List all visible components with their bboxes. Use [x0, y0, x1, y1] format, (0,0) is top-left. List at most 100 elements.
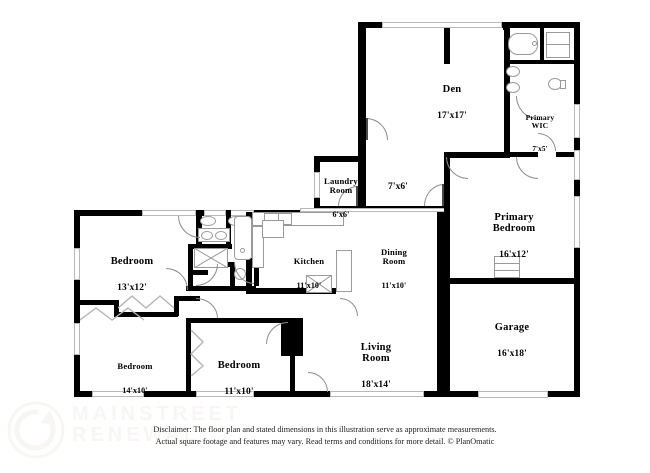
room-dim-primary-bedroom: 16'x12'	[499, 250, 529, 261]
window-west-bedroom1	[74, 248, 80, 280]
room-dim-foyer: 7'x6'	[387, 181, 409, 192]
room-name-dining-room: Dining Room	[380, 246, 408, 266]
room-dim-laundry-room: 6'x6'	[332, 210, 350, 220]
wall-primary-bath-div3	[540, 60, 574, 64]
wall-bath-h3	[222, 262, 234, 267]
room-name-bedroom-3: Bedroom	[217, 359, 261, 371]
room-dim-bedroom-2: 14'x10'	[122, 386, 148, 396]
door-hall-bath2-swing	[234, 262, 254, 284]
wall-laundry-east	[358, 120, 366, 212]
room-label-bedroom-1: Bedroom 13'x12'	[86, 240, 178, 311]
sink-hall-1-icon	[201, 231, 213, 240]
room-label-foyer: 7'x6'	[376, 174, 420, 202]
shower-line-icon	[546, 44, 570, 45]
window-south-living	[330, 391, 424, 397]
door-bedroom3-swing	[196, 298, 218, 318]
wall-garage-west	[444, 212, 450, 397]
room-name-laundry-room: Laundry Room	[324, 175, 358, 195]
wall-closet-h	[114, 312, 178, 317]
room-dim-kitchen: 11'x10'	[296, 281, 322, 291]
door-hall-bath-swing	[196, 264, 218, 286]
garage-step-line-1-icon	[494, 263, 520, 264]
wall-primary-bath-div2	[540, 28, 544, 64]
window-east-primary-2	[574, 196, 580, 248]
window-hall-east	[574, 104, 580, 138]
room-dim-garage: 16'x18'	[497, 349, 527, 360]
door-living-south-swing	[308, 372, 328, 392]
wall-bath-vert-left	[188, 244, 193, 290]
sink-primary-2-icon	[506, 82, 520, 93]
wall-bath-vert4	[230, 262, 235, 290]
room-label-primary-wic: Primary WIC 7'x5'	[504, 97, 576, 170]
sink-primary-1-icon	[506, 66, 520, 77]
toilet-primary-tank-icon	[560, 80, 566, 89]
wall-den-east	[444, 152, 450, 212]
window-north-bath1	[204, 210, 226, 216]
room-dim-primary-wic: 7'x5'	[532, 145, 548, 154]
bathtub-hall-drain-icon	[240, 248, 245, 253]
room-dim-bedroom-3: 11'x10'	[224, 387, 254, 398]
window-west-bedroom2	[74, 323, 80, 355]
wall-bedroom1-south	[74, 300, 118, 305]
window-north-bedroom1	[142, 210, 196, 216]
room-label-living-room: Living Room 18'x14'	[334, 326, 418, 408]
wall-primary-bath-div1	[504, 60, 542, 64]
room-label-primary-bedroom: Primary Bedroom 16'x12'	[458, 196, 570, 278]
shower-primary-icon	[546, 32, 570, 58]
wall-primary-garage-div	[444, 278, 580, 284]
room-name-garage: Garage	[494, 321, 530, 333]
closet-bifold-bedroom1-icon	[118, 295, 175, 309]
wall-den-east-upper	[444, 28, 450, 64]
room-label-dining-room: Dining Room 11'x10'	[362, 231, 426, 307]
window-garage-door	[478, 391, 548, 398]
room-name-primary-wic: Primary WIC	[525, 112, 555, 130]
window-laundry-west	[314, 172, 320, 198]
kitchen-sink-div-icon	[278, 213, 279, 225]
room-dim-dining-room: 11'x10'	[381, 281, 407, 291]
bathtub-drain-icon	[532, 41, 537, 46]
room-name-kitchen: Kitchen	[293, 255, 325, 266]
room-dim-living-room: 18'x14'	[361, 380, 391, 391]
wall-den-top	[358, 22, 366, 212]
room-label-bedroom-3: Bedroom 11'x10'	[192, 344, 286, 415]
room-name-bedroom-2: Bedroom	[117, 360, 153, 371]
wall-hall-h	[186, 286, 256, 291]
door-laundry-leaf	[356, 186, 358, 206]
disclaimer-line-1: Disclaimer: The floor plan and stated di…	[153, 425, 497, 434]
door-den-west-leaf	[366, 118, 368, 140]
room-label-bedroom-2: Bedroom 14'x10'	[92, 345, 178, 412]
bathtub-primary-icon	[508, 33, 538, 55]
wall-south-exterior	[74, 391, 580, 397]
door-foyer-east-swing	[424, 184, 444, 206]
room-label-laundry-room: Laundry Room 6'x6'	[314, 160, 368, 236]
window-east-primary-1	[574, 150, 580, 180]
window-south-bedroom3	[196, 391, 254, 397]
wall-bedroom1-south2	[174, 296, 179, 316]
bathtub-hall-icon	[234, 216, 252, 260]
sink-hall-2-icon	[215, 231, 227, 240]
wall-laundry-north	[314, 156, 366, 162]
wall-bedroom3-west	[186, 318, 191, 397]
room-name-primary-bedroom: Primary Bedroom	[492, 211, 536, 234]
kitchen-island-icon	[336, 250, 352, 292]
window-south-bedroom2	[92, 391, 144, 397]
door-bedroom3-east-swing	[266, 322, 288, 344]
wall-right-exterior-top	[503, 22, 510, 30]
wall-wic-east	[556, 152, 574, 157]
door-living-east-swing	[340, 298, 358, 316]
wall-wic-south	[504, 152, 538, 157]
door-den-west-swing	[366, 118, 388, 140]
door-bedroom1-swing	[178, 216, 200, 238]
kitchen-stove-icon	[262, 220, 284, 238]
wall-closet-vert	[114, 300, 119, 316]
disclaimer-line-2: Actual square footage and features may v…	[155, 436, 495, 446]
wall-kitchen-south	[246, 288, 302, 294]
kitchen-counter-west-icon	[252, 226, 264, 268]
wall-bedroom1-south3	[174, 296, 200, 301]
window-den-north	[382, 22, 502, 28]
closet-bifold-bedroom3-icon	[190, 330, 205, 376]
wall-northeast-top	[508, 22, 580, 28]
wall-bedroom3-east	[290, 318, 295, 397]
wall-bedroom3-north	[186, 318, 294, 323]
